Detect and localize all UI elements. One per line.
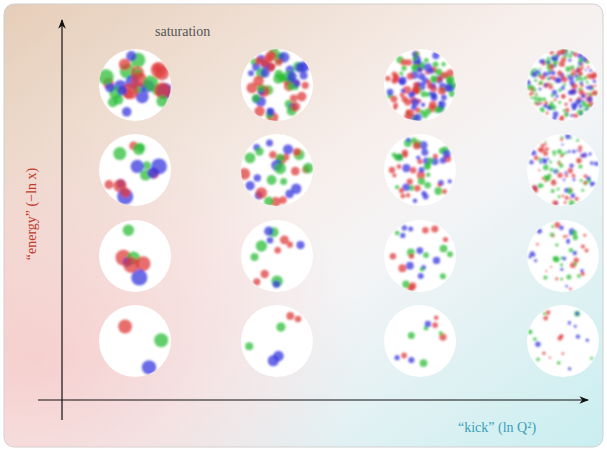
proton-disk (99, 134, 171, 206)
parton-blobs (116, 225, 151, 286)
proton-disk (384, 49, 456, 121)
kick-axis (38, 399, 588, 400)
parton-blobs (245, 312, 301, 366)
proton-disk (527, 49, 599, 121)
proton-disk (527, 220, 599, 292)
energy-axis-label: “energy” (−ln x) (24, 168, 39, 260)
parton-blobs (239, 139, 314, 207)
parton-blobs (395, 315, 447, 367)
proton-disk (241, 49, 313, 121)
parton-blobs (389, 138, 452, 204)
proton-disk (241, 220, 313, 292)
parton-blobs (251, 227, 305, 289)
parton-blobs (247, 47, 310, 123)
parton-blobs (118, 320, 168, 375)
parton-blobs (385, 51, 456, 122)
parton-blobs (527, 48, 598, 121)
kick-axis-label: “kick” (ln Q²) (458, 420, 536, 435)
proton-disk (384, 220, 456, 292)
proton-disks (98, 47, 599, 377)
proton-disk (241, 134, 313, 206)
background-panel (4, 4, 603, 447)
proton-disk (384, 305, 456, 377)
proton-disk (99, 220, 171, 292)
parton-blobs (529, 134, 598, 206)
proton-disk (527, 305, 599, 377)
proton-disk (99, 305, 171, 377)
saturation-label: saturation (155, 24, 210, 39)
background-tint (4, 4, 603, 447)
parton-blobs (528, 310, 593, 370)
proton-disk (241, 305, 313, 377)
parton-blobs (390, 225, 453, 291)
parton-blobs (528, 222, 588, 290)
parton-blobs (98, 51, 173, 117)
proton-disk (99, 49, 171, 121)
proton-disk (384, 134, 456, 206)
parton-blobs (105, 141, 167, 204)
proton-disk (527, 134, 599, 206)
energy-axis (61, 20, 62, 420)
